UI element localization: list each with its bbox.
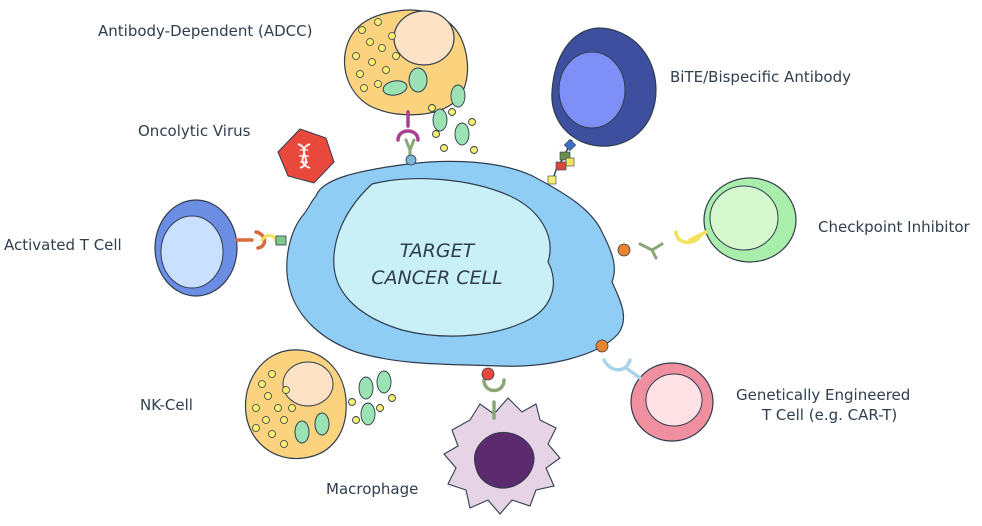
activated-t-cell	[154, 199, 287, 297]
label-car-t-line2: T Cell (e.g. CAR-T)	[762, 406, 898, 424]
adcc-cell-nucleus	[393, 10, 455, 66]
target-cancer-cell	[286, 160, 625, 367]
checkpoint-t-cell	[617, 177, 797, 263]
label-car-t-line1: Genetically Engineered	[736, 386, 911, 404]
macrophage-receptor	[482, 378, 506, 420]
checkpoint-receptor	[674, 230, 708, 245]
bite-binding-domain	[565, 157, 575, 167]
label-checkpoint-inhibitor: Checkpoint Inhibitor	[818, 218, 970, 236]
checkpoint-antibody	[638, 242, 664, 260]
adcc-fc-receptor	[396, 110, 420, 142]
label-macrophage: Macrophage	[326, 480, 419, 498]
cancer-cell-nucleus	[333, 178, 554, 337]
bite-binding-domain	[559, 151, 571, 161]
macrophage-antigen	[481, 367, 495, 381]
nk-granules	[252, 370, 296, 448]
center-label: TARGET CANCER CELL	[362, 238, 512, 292]
adcc-vesicle	[408, 67, 428, 93]
car-t-antigen	[595, 339, 609, 353]
center-label-line1: TARGET	[399, 240, 475, 262]
nk-vesicle	[294, 420, 310, 444]
macrophage-nucleus	[473, 431, 535, 489]
nk-cell	[244, 349, 396, 460]
center-label-line2: CANCER CELL	[371, 267, 503, 289]
activated-t-cell-nucleus	[160, 215, 224, 289]
bite-binding-domain	[547, 175, 557, 185]
bite-binding-domain	[563, 138, 577, 152]
nk-cell-nucleus	[282, 361, 334, 407]
activated-t-antigen	[275, 235, 287, 246]
bite-binding-domain	[555, 161, 567, 171]
macrophage	[443, 367, 561, 515]
label-activated-t-cell: Activated T Cell	[4, 236, 122, 254]
adcc-cell	[343, 9, 478, 166]
car-t-cell-nucleus	[645, 373, 703, 427]
nk-released-granules	[348, 370, 396, 426]
checkpoint-cell-nucleus	[709, 185, 779, 251]
label-oncolytic-virus: Oncolytic Virus	[138, 122, 251, 140]
label-adcc: Antibody-Dependent (ADCC)	[98, 22, 313, 40]
car-receptor	[602, 358, 642, 380]
checkpoint-ligand	[617, 243, 631, 257]
adcc-vesicle	[382, 80, 408, 96]
activated-t-receptor	[235, 230, 267, 250]
nk-vesicle	[314, 412, 330, 436]
adcc-antigen	[405, 154, 417, 166]
label-nk-cell: NK-Cell	[140, 396, 193, 414]
oncolytic-virus	[277, 128, 335, 184]
adcc-released-granules	[428, 84, 478, 154]
label-bite: BiTE/Bispecific Antibody	[670, 68, 851, 86]
bite-cell-nucleus	[558, 51, 626, 129]
adcc-granules	[352, 18, 400, 92]
bite-t-cell	[547, 27, 657, 185]
car-t-cell	[595, 339, 714, 442]
